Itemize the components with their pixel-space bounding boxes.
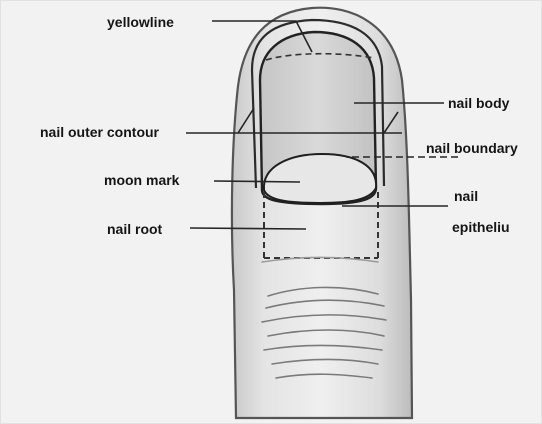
label-epitheliu: epitheliu — [452, 219, 510, 235]
label-moon-mark: moon mark — [104, 172, 179, 188]
leader-nail-root — [190, 228, 306, 229]
label-nail: nail — [454, 188, 478, 204]
label-nail-root: nail root — [107, 221, 162, 237]
label-nail-outer-contour: nail outer contour — [40, 124, 159, 140]
label-yellowline: yellowline — [107, 14, 174, 30]
leader-moon-mark — [214, 181, 300, 182]
label-nail-boundary: nail boundary — [426, 140, 518, 156]
label-nail-body: nail body — [448, 95, 509, 111]
